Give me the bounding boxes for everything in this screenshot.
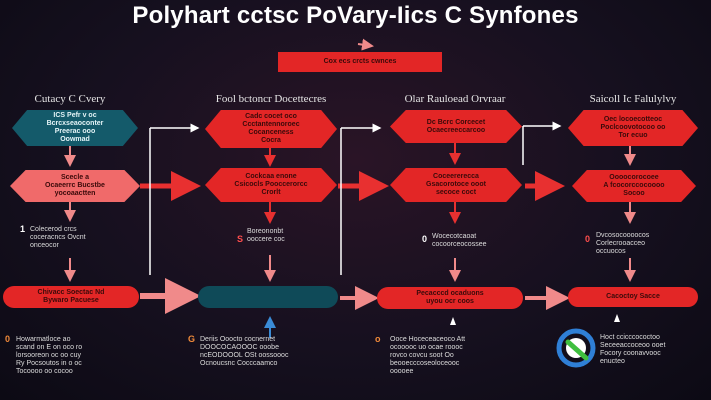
col4-box2: Oooocorocoee A fcocorccocoooo Socoo: [572, 170, 696, 202]
col2-foot-number: G: [188, 334, 196, 344]
bottom-box-3: Pecacccd ocaduons uyou ocr coos: [377, 287, 523, 309]
arrow-title-down: [357, 38, 374, 51]
col4-note: Dvcosocoooocos Corlecrooacceo occuocos: [596, 232, 650, 255]
col3-note-number: 0: [422, 234, 428, 244]
col4-note-number: 0: [585, 234, 591, 244]
col3-note: Wocecotcaoat cocoorceocossee: [432, 233, 487, 248]
col4-box1: Oec locoecotteoc Poclcoovotocoo oo Tor e…: [568, 110, 698, 146]
circular-logo-icon: [556, 328, 596, 368]
marker-triangle-2: [614, 314, 620, 322]
col1-note-number: 1: [20, 224, 26, 234]
col1-box1: ICS Pefr v oc Bcrcxseaoconter Preerac oo…: [12, 110, 138, 146]
bottom-box-4: Cacoctoy Sacce: [568, 287, 698, 307]
col1-box2: Scecle a Ocaeerrc Bucstbe yocoaactten: [10, 170, 140, 202]
bottom-box-2: [198, 286, 338, 308]
diagram-title: Polyhart cctsc PoVary-Iics C Synfones: [132, 2, 579, 29]
col1-footnote: Howarmatloce ao scand on E on oco ro lor…: [16, 336, 83, 375]
col1-note: Colecerod crcs coceracncs Ovcnt onceocor: [30, 226, 86, 249]
col2-note: Boreononbt ooccere coc: [247, 228, 285, 243]
col2-footnote: Deriis Ooocto cocnernet DOOCOCAOOOC ooob…: [200, 336, 289, 367]
col2-note-number: S: [237, 234, 244, 244]
col4-footnote: Hoct ccicccococtoo Seceeaccoceoo ooet Fo…: [600, 334, 666, 365]
top-box: Cox ecs crcts cwnces: [278, 52, 442, 72]
col3-heading: Olar Rauloead Orvraar: [404, 93, 506, 105]
col3-footnote: Ooce Hoceceaceoco Att ocooooc uo ocae ro…: [390, 336, 466, 375]
col1-foot-number: 0: [5, 334, 11, 344]
col2-box2: Cockcaa enone Csicocls Pooccerorcc Crorl…: [205, 168, 337, 202]
col3-foot-number: o: [375, 334, 381, 344]
col3-box1: Dc Bcrc Corcecet Ocaecreeccarcoo: [390, 110, 522, 143]
marker-triangle-1: [450, 317, 456, 325]
col4-heading: Saicoll Ic Falulylvy: [589, 93, 677, 105]
col1-heading: Cutacy C Cvery: [34, 93, 106, 105]
col2-heading: Fool bctoncr Docettecres: [215, 93, 327, 105]
col2-box1: Cadc cocet oco Ccctantennoroec Cocancene…: [205, 110, 337, 148]
col3-box2: Coceererecca Gsacorotoce ooot secoce coc…: [390, 168, 522, 202]
bottom-box-1: Chivacc Soectac Nd Bywaro Pacuese: [3, 286, 139, 308]
